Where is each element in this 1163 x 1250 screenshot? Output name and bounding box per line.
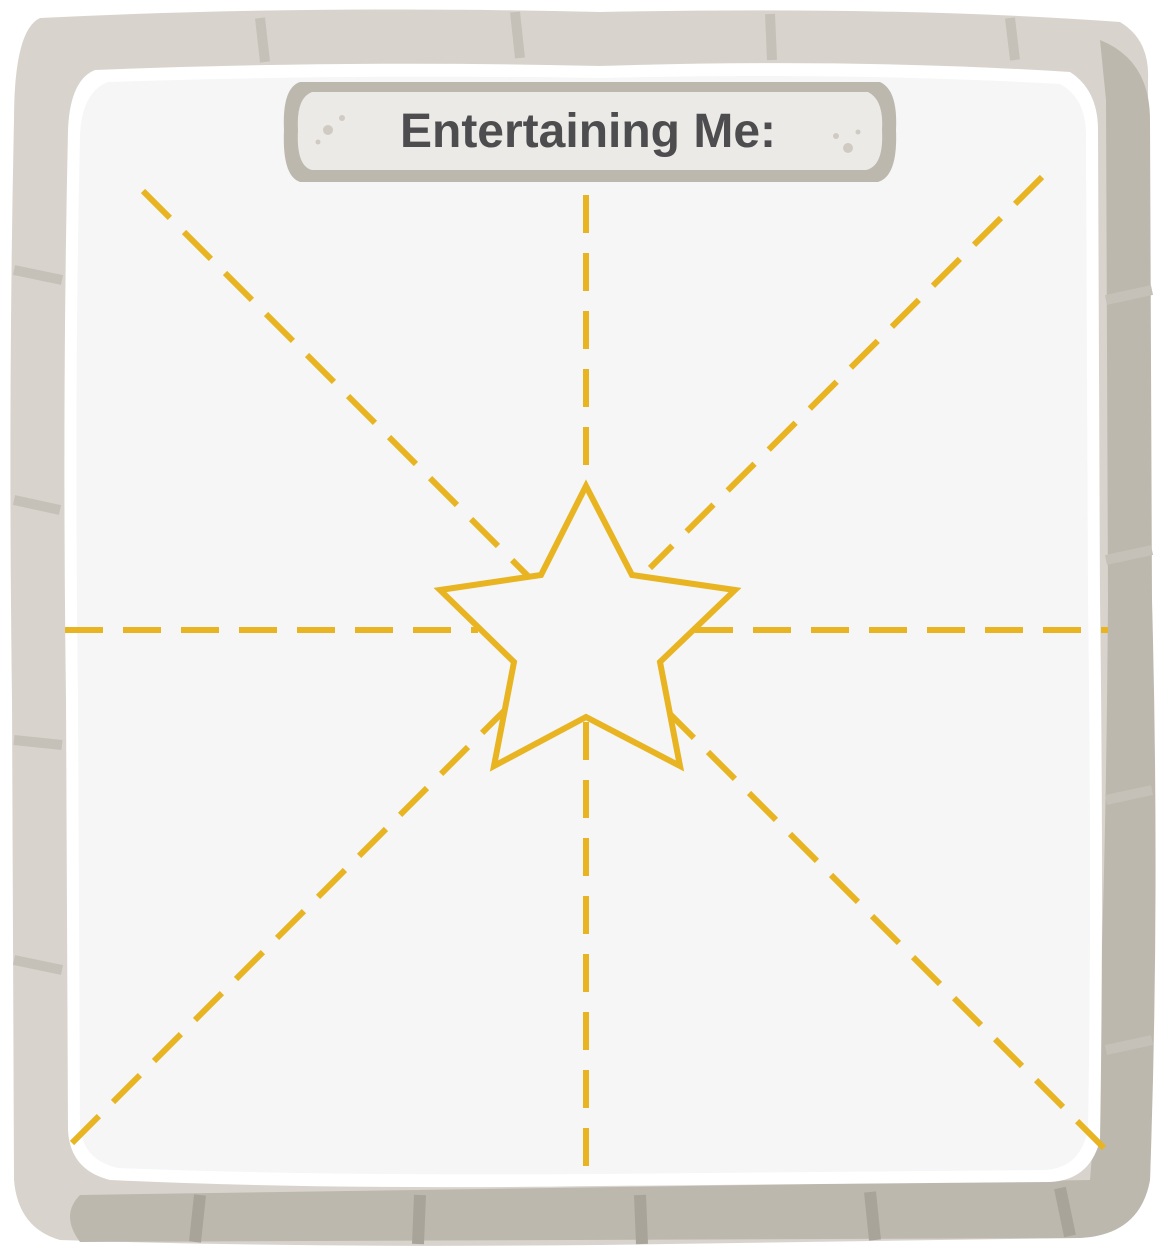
page-title: Entertaining Me: bbox=[400, 105, 776, 158]
title-plaque: Entertaining Me: bbox=[284, 82, 896, 182]
